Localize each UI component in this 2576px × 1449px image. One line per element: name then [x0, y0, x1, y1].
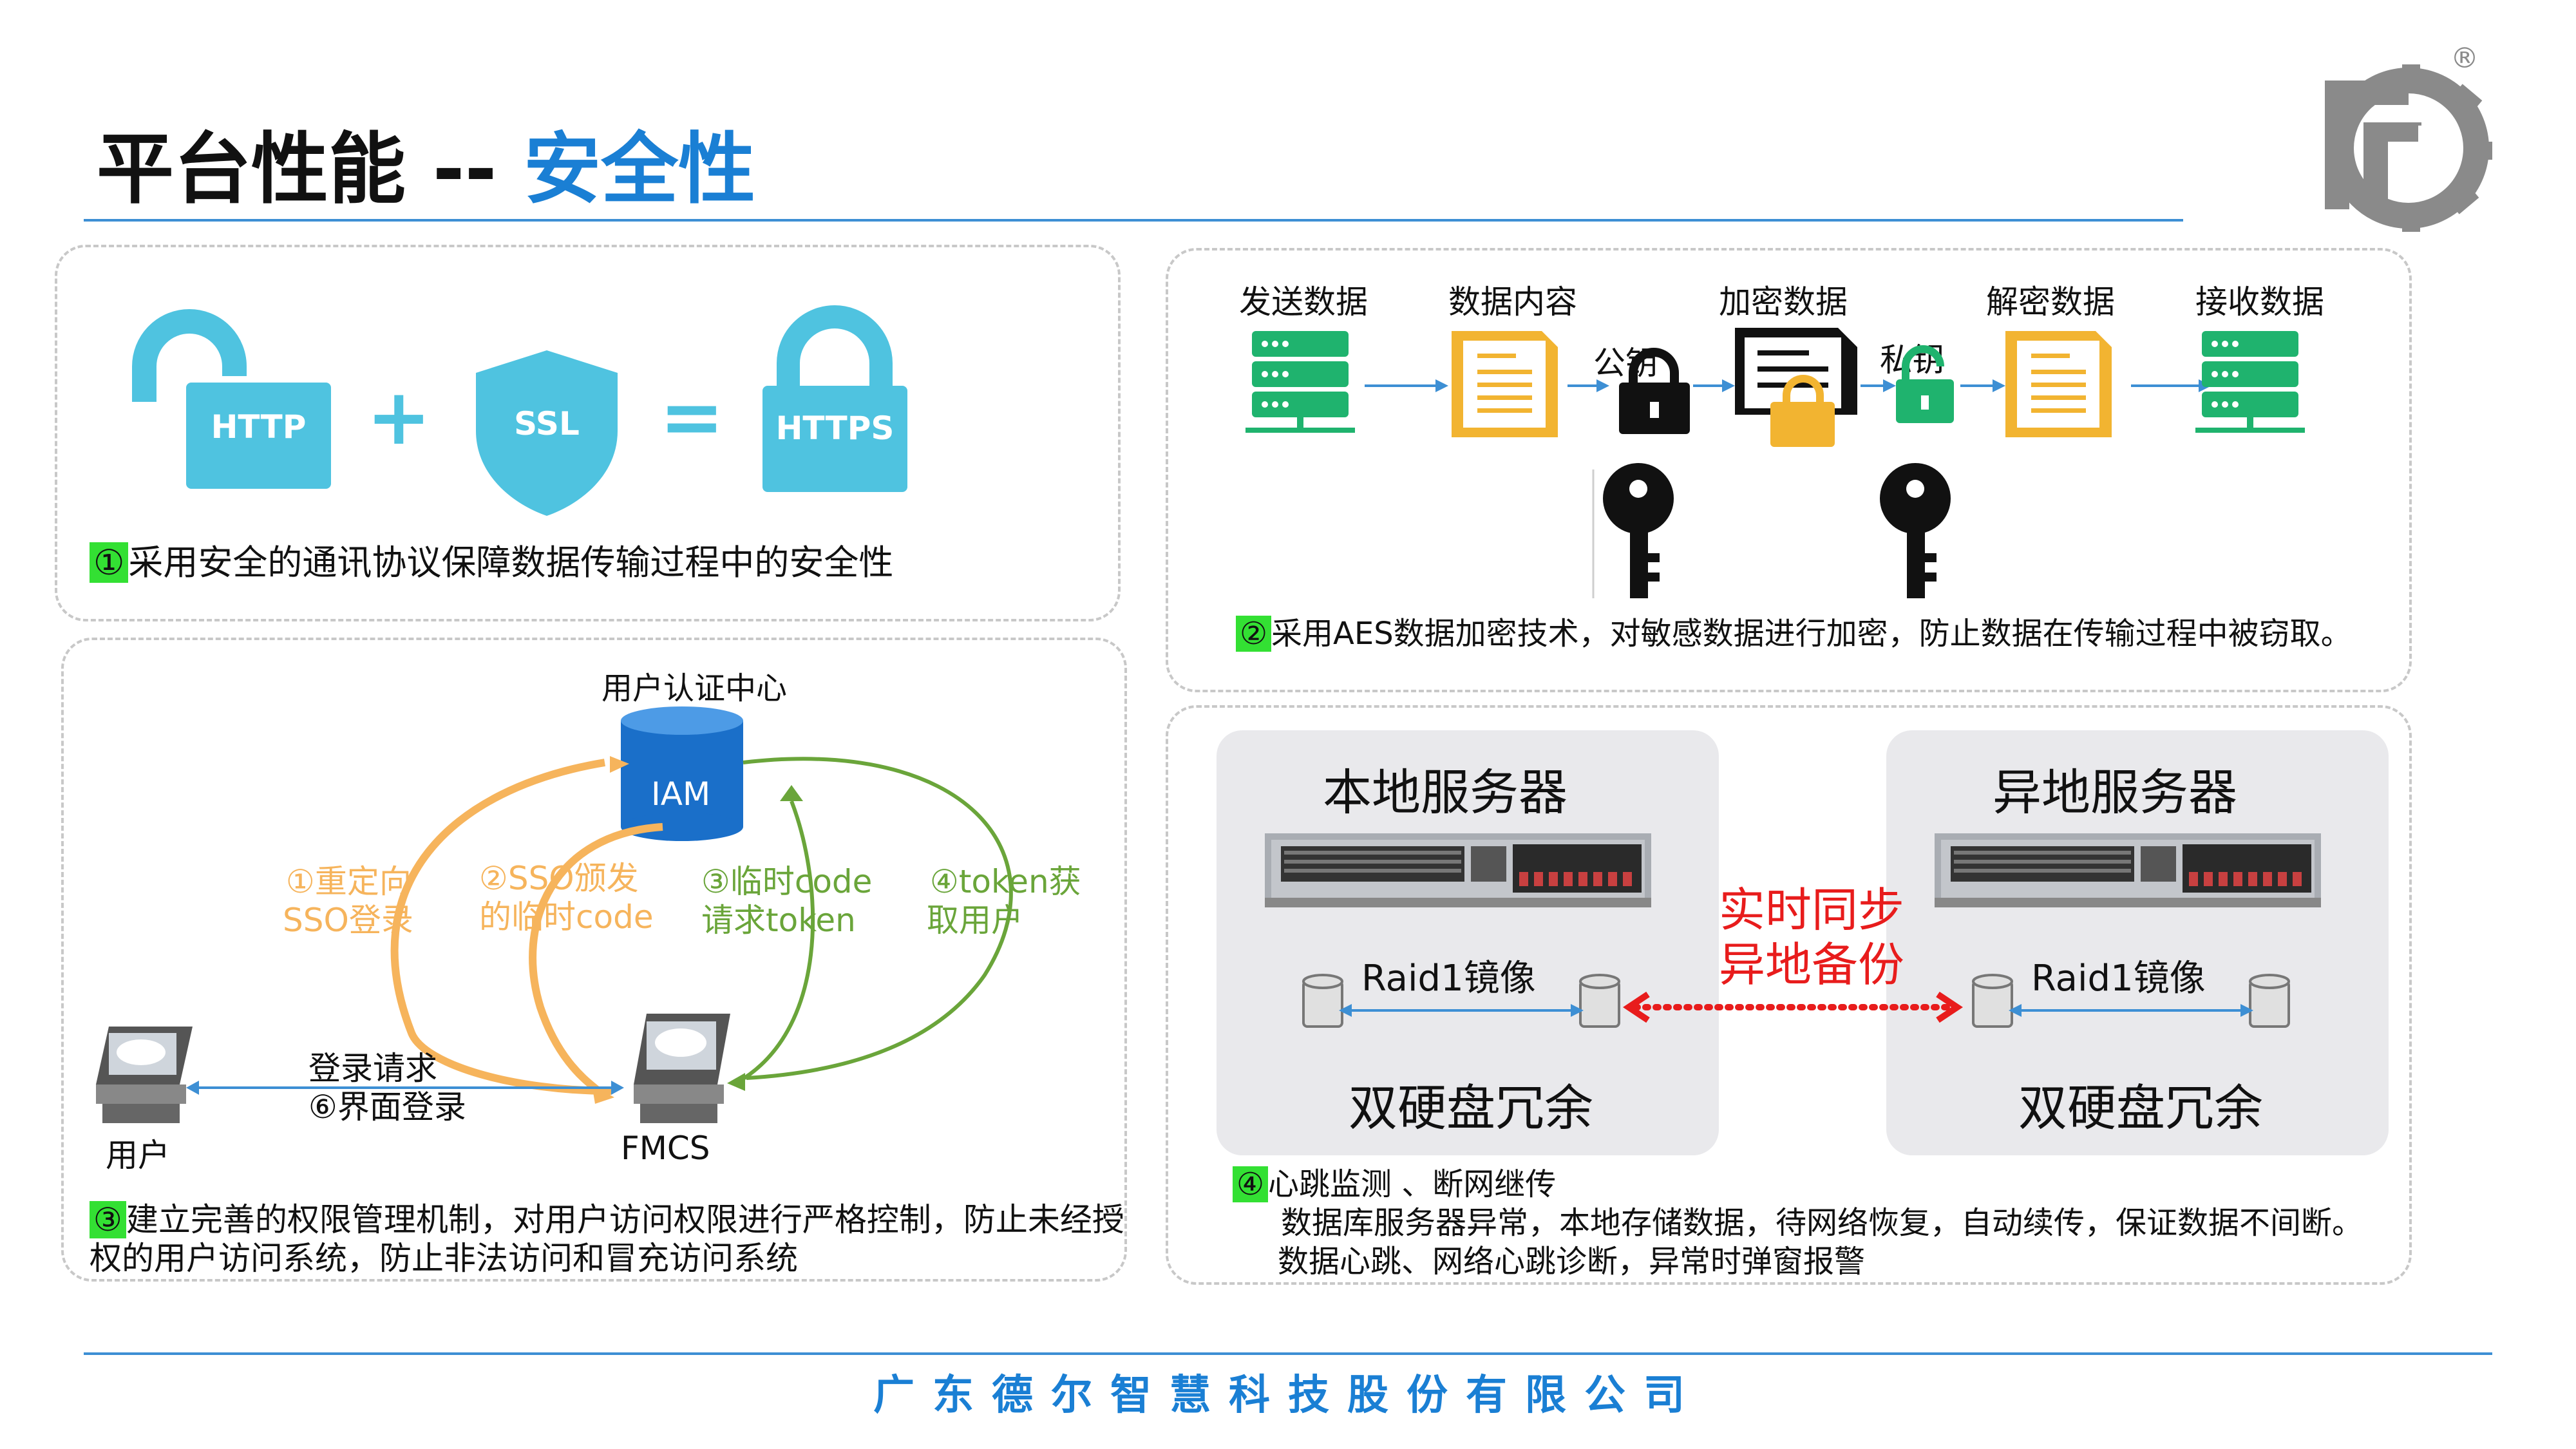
iam-database-icon — [621, 706, 743, 841]
badge-4: ④ — [1233, 1166, 1269, 1202]
step-decrypted: 解密数据 — [1986, 283, 2115, 321]
sso-flow-diagram — [96, 706, 1013, 1123]
flow4-line1: ④token获 — [930, 863, 1081, 900]
user-computer-icon — [96, 1027, 193, 1123]
backup-diagram — [1265, 833, 2321, 1028]
footer-divider — [84, 1352, 2492, 1355]
remote-disk-b-icon — [2249, 974, 2290, 1028]
ssl-label: SSL — [514, 405, 580, 442]
local-server-title: 本地服务器 — [1323, 764, 1567, 821]
flow3-line2: 请求token — [701, 902, 856, 939]
receive-server-icon — [2195, 331, 2305, 433]
encrypted-document-icon — [1735, 328, 1857, 447]
ssl-shield-icon — [469, 347, 624, 518]
flow4-line2: 取用户 — [927, 902, 1023, 939]
login-request-label: 登录请求 — [308, 1050, 437, 1087]
panel4-caption-title-text: 心跳监测 、断网继传 — [1268, 1166, 1557, 1202]
remote-disk-a-icon — [1972, 974, 2013, 1028]
page-title: 平台性能 -- 安全性 — [97, 106, 755, 218]
decrypted-document-icon — [2005, 331, 2112, 437]
step-send: 发送数据 — [1239, 283, 1368, 321]
local-disk-b-icon — [1579, 974, 1620, 1028]
send-server-icon — [1245, 331, 1355, 433]
flow1-line2: SSO登录 — [283, 902, 413, 939]
badge-1: ① — [90, 542, 129, 583]
company-logo — [2312, 52, 2492, 232]
panel1-caption-text: 采用安全的通讯协议保障数据传输过程中的安全性 — [128, 542, 894, 583]
ui-login-label: ⑥界面登录 — [308, 1088, 466, 1126]
local-server-box — [1217, 730, 1719, 1155]
remote-rack-server-icon — [1935, 833, 2321, 907]
fmcs-label: FMCS — [621, 1130, 710, 1167]
panel4-caption-line3: 数据心跳、网络心跳诊断，异常时弹窗报警 — [1278, 1244, 1866, 1280]
iam-label: IAM — [651, 775, 711, 813]
panel3-caption-text1: 建立完善的权限管理机制，对用户访问权限进行严格控制，防止未经授 — [126, 1201, 1124, 1238]
fmcs-computer-icon — [634, 1014, 730, 1123]
local-disk-a-icon — [1302, 974, 1343, 1028]
page-title-main: 平台性能 -- — [97, 125, 524, 214]
sync-label-line1: 实时同步 — [1719, 883, 1905, 937]
registered-mark: ® — [2450, 42, 2479, 75]
http-label: HTTP — [211, 408, 307, 446]
local-dual-disk-label: 双硬盘冗余 — [1349, 1079, 1593, 1137]
badge-3: ③ — [90, 1201, 126, 1238]
private-key-icon — [1880, 463, 1951, 598]
panel-backup: 本地服务器 异地服务器 — [1166, 705, 2412, 1285]
private-key-lock-icon — [1896, 345, 1954, 423]
auth-center-label: 用户认证中心 — [601, 670, 788, 706]
step-encrypted: 加密数据 — [1719, 283, 1848, 321]
panel-sso: 用户认证中心 IAM ①重定向 SSO登录 ②SSO颁发 的临时code ③临时… — [61, 638, 1127, 1282]
title-divider — [84, 219, 2183, 222]
panel-aes: 发送数据 数据内容 加密数据 解密数据 接收数据 公钥 私钥 — [1166, 248, 2412, 692]
badge-2: ② — [1236, 616, 1272, 652]
private-key-label: 私钥 — [1880, 341, 1944, 379]
local-raid-label: Raid1镜像 — [1361, 958, 1536, 999]
remote-dual-disk-label: 双硬盘冗余 — [2018, 1079, 2263, 1137]
public-key-icon — [1603, 463, 1674, 598]
page-title-accent: 安全性 — [524, 125, 756, 214]
aes-flow-diagram — [1245, 328, 2305, 598]
public-key-lock-icon — [1619, 348, 1690, 434]
flow1-line1: ①重定向 — [286, 863, 412, 900]
document-icon — [1452, 331, 1558, 437]
plus-sign: + — [366, 373, 431, 462]
user-label: 用户 — [106, 1137, 170, 1174]
remote-server-box — [1886, 730, 2389, 1155]
remote-raid-label: Raid1镜像 — [2031, 958, 2206, 999]
footer-company-name: 广东德尔智慧科技股份有限公司 — [873, 1372, 1703, 1419]
panel3-caption-line2: 权的用户访问系统，防止非法访问和冒充访问系统 — [90, 1240, 798, 1277]
https-lock-icon — [759, 302, 911, 495]
http-lock-icon — [131, 305, 337, 492]
flow2-line2: 的临时code — [479, 898, 654, 936]
step-content: 数据内容 — [1448, 283, 1577, 321]
step-receive: 接收数据 — [2195, 283, 2324, 321]
https-label: HTTPS — [775, 410, 895, 447]
equals-sign: = — [659, 373, 724, 462]
panel4-caption-line2: 数据库服务器异常，本地存储数据，待网络恢复，自动续传，保证数据不间断。 — [1281, 1205, 2363, 1241]
sync-label-line2: 异地备份 — [1719, 938, 1905, 992]
local-rack-server-icon — [1265, 833, 1651, 907]
flow3-line1: ③临时code — [701, 863, 873, 900]
remote-server-title: 异地服务器 — [1993, 764, 2237, 821]
flow2-line1: ②SSO颁发 — [479, 860, 639, 897]
panel2-caption-text: 采用AES数据加密技术，对敏感数据进行加密，防止数据在传输过程中被窃取。 — [1271, 616, 2352, 652]
